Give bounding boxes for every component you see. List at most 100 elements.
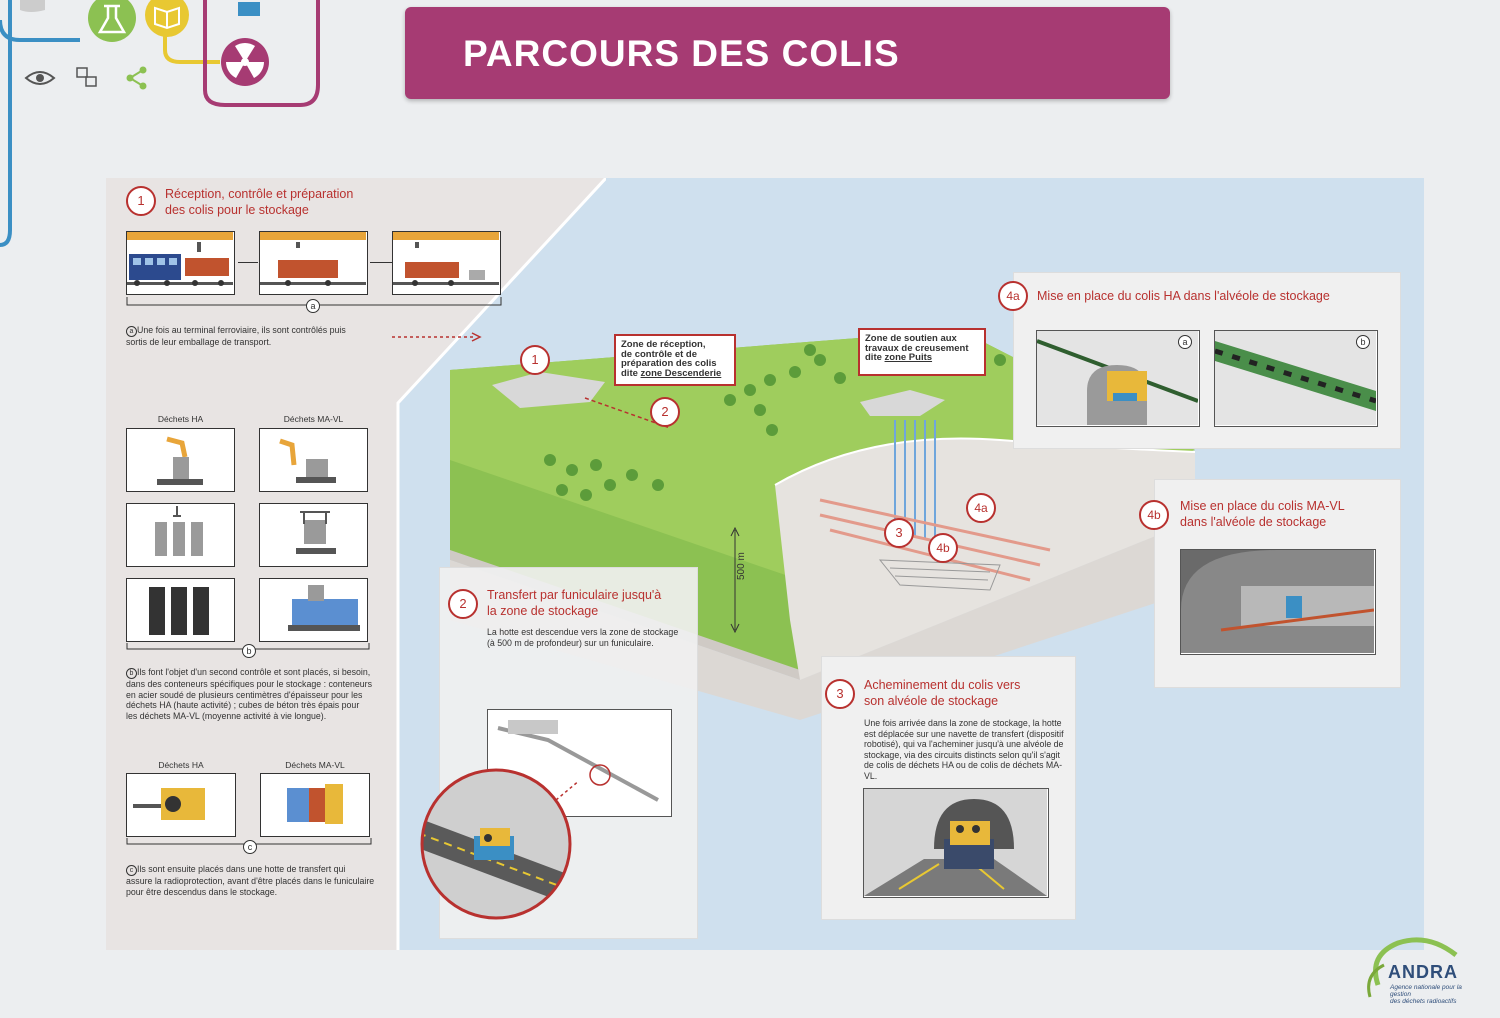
note-c-line3: pour être descendus dans le stockage. bbox=[126, 886, 278, 897]
zone-puits-line1: Zone de soutien aux bbox=[865, 333, 957, 344]
transfer-shuttle-box bbox=[863, 788, 1049, 898]
step-4b-title-line1: Mise en place du colis MA-VL bbox=[1180, 499, 1345, 513]
share-icon bbox=[126, 66, 147, 90]
ha-containers-box bbox=[126, 503, 235, 567]
step-4b-title-line2: dans l'alvéole de stockage bbox=[1180, 515, 1327, 529]
label-dechets-mavl-2: Déchets MA-VL bbox=[285, 760, 345, 770]
mavl-crane-illustration bbox=[279, 438, 336, 483]
note-b-marker: b bbox=[126, 668, 137, 679]
label-dechets-ha: Déchets HA bbox=[157, 414, 204, 424]
arrow-2 bbox=[370, 262, 392, 263]
step-1-badge: 1 bbox=[126, 186, 156, 216]
step-3-text-line2: est déplacée sur une navette de transfer… bbox=[864, 728, 1064, 739]
dotted-arrow bbox=[392, 332, 482, 342]
ha-cell-marker-b: b bbox=[1356, 335, 1370, 349]
ha-containers-illustration bbox=[155, 506, 203, 556]
note-a-line2: sortis de leur emballage de transport. bbox=[126, 337, 272, 347]
map-marker-4a: 4a bbox=[966, 493, 996, 523]
step-4b-badge: 4b bbox=[1139, 500, 1169, 530]
zone-puits-line3b: zone Puits bbox=[884, 352, 933, 363]
step-4b-title: Mise en place du colis MA-VL dans l'alvé… bbox=[1180, 498, 1345, 530]
andra-tagline-line1: Agence nationale pour la gestion bbox=[1390, 984, 1462, 998]
computer-icon bbox=[238, 2, 260, 16]
note-c-line1: Ils sont ensuite placés dans une hotte d… bbox=[137, 864, 346, 874]
map-marker-1: 1 bbox=[520, 345, 550, 375]
step-1-title: Réception, contrôle et préparation des c… bbox=[165, 186, 353, 218]
note-b-line1: Ils font l'objet d'un second contrôle et… bbox=[137, 667, 371, 677]
funicular-zoom bbox=[420, 768, 578, 920]
radiation-icon bbox=[221, 38, 269, 86]
mavl-final-illustration bbox=[288, 585, 360, 631]
note-c-marker: c bbox=[126, 865, 137, 876]
step-3-title-line2: son alvéole de stockage bbox=[864, 694, 999, 708]
step-3-text-line1: Une fois arrivée dans la zone de stockag… bbox=[864, 718, 1062, 728]
zone-descenderie-label: Zone de réception, de contrôle et de pré… bbox=[614, 334, 736, 386]
step-1-title-line1: Réception, contrôle et préparation bbox=[165, 187, 354, 201]
ha-cell-box-b: b bbox=[1214, 330, 1378, 427]
ha-hotte-box bbox=[126, 773, 236, 837]
transfer-shuttle-illustration bbox=[864, 789, 1047, 896]
book-icon bbox=[145, 0, 189, 37]
andra-tagline: Agence nationale pour la gestion des déc… bbox=[1390, 984, 1482, 1005]
step-3-title: Acheminement du colis vers son alvéole d… bbox=[864, 677, 1020, 709]
step-3-title-line1: Acheminement du colis vers bbox=[864, 678, 1021, 692]
step-2-title-line1: Transfert par funiculaire jusqu'à bbox=[487, 588, 662, 602]
andra-tagline-line2: des déchets radioactifs bbox=[1390, 998, 1457, 1005]
train-box-1 bbox=[126, 231, 235, 295]
ha-crane-box bbox=[126, 428, 235, 492]
marker-c: c bbox=[243, 840, 257, 854]
mavl-hotte-illustration bbox=[287, 784, 343, 824]
arrow-1 bbox=[238, 262, 258, 263]
step-3-text-line3: robotisé), qui va l'acheminer jusqu'à un… bbox=[864, 739, 1064, 749]
train-illustration-2 bbox=[260, 232, 366, 286]
zone-descenderie-line2: de contrôle et de bbox=[621, 348, 698, 360]
mavl-cell-illustration bbox=[1181, 550, 1375, 653]
funicular-track-illustration bbox=[497, 720, 659, 802]
flask-icon bbox=[88, 0, 136, 42]
page-title: PARCOURS DES COLIS bbox=[463, 33, 900, 74]
mavl-containers-illustration bbox=[296, 511, 336, 554]
note-c-line2: assure la radioprotection, avant d'être … bbox=[126, 876, 375, 886]
marker-b: b bbox=[242, 644, 256, 658]
train-illustration-3 bbox=[393, 232, 499, 286]
step-3-badge: 3 bbox=[825, 679, 855, 709]
ha-final-illustration bbox=[149, 587, 209, 635]
zone-descenderie-line1: Zone de réception, bbox=[621, 339, 706, 350]
zone-descenderie-line4b: zone Descenderie bbox=[640, 367, 722, 379]
train-box-3 bbox=[392, 231, 501, 295]
note-b-line5: les déchets MA-VL (moyenne activité à vi… bbox=[126, 710, 327, 721]
step-3-text-line4: stockage, via des circuits distincts sel… bbox=[864, 749, 1061, 760]
zone-descenderie-line4a: dite bbox=[621, 367, 641, 379]
network-icon bbox=[76, 67, 97, 87]
note-b-line3: en acier soudé de plusieurs centimètres … bbox=[126, 689, 363, 700]
mavl-crane-box bbox=[259, 428, 368, 492]
step-2-badge: 2 bbox=[448, 589, 478, 619]
step-1-title-line2: des colis pour le stockage bbox=[165, 203, 309, 217]
ha-final-box bbox=[126, 578, 235, 642]
map-marker-4b: 4b bbox=[928, 533, 958, 563]
andra-logo-name: ANDRA bbox=[1388, 962, 1458, 982]
step-4a-title: Mise en place du colis HA dans l'alvéole… bbox=[1037, 289, 1330, 303]
step-2-text-line1: La hotte est descendue vers la zone de s… bbox=[487, 627, 679, 637]
step-2-text: La hotte est descendue vers la zone de s… bbox=[487, 627, 692, 648]
map-marker-2: 2 bbox=[650, 397, 680, 427]
ha-cell-marker-a: a bbox=[1178, 335, 1192, 349]
train-box-2 bbox=[259, 231, 368, 295]
step-2-title-line2: la zone de stockage bbox=[487, 604, 599, 618]
andra-logo-mark bbox=[1367, 937, 1458, 998]
ha-cell-box-a: a bbox=[1036, 330, 1200, 427]
zone-puits-line2: travaux de creusement bbox=[865, 342, 969, 354]
note-b-line4: déchets HA (haute activité) ; cubes de b… bbox=[126, 700, 360, 710]
note-a-line1: Une fois au terminal ferroviaire, ils so… bbox=[137, 325, 346, 335]
eye-icon bbox=[24, 71, 56, 85]
step-2-text-line2: (à 500 m de profondeur) sur un funiculai… bbox=[487, 637, 654, 648]
zone-puits-label: Zone de soutien aux travaux de creusemen… bbox=[858, 328, 986, 376]
mavl-cell-box bbox=[1180, 549, 1376, 655]
title-bar: PARCOURS DES COLIS bbox=[405, 7, 1170, 99]
step-3-text-line5: de colis de déchets HA ou de colis de dé… bbox=[864, 760, 1063, 781]
header-icons bbox=[0, 0, 320, 247]
note-a-marker: a bbox=[126, 326, 137, 337]
